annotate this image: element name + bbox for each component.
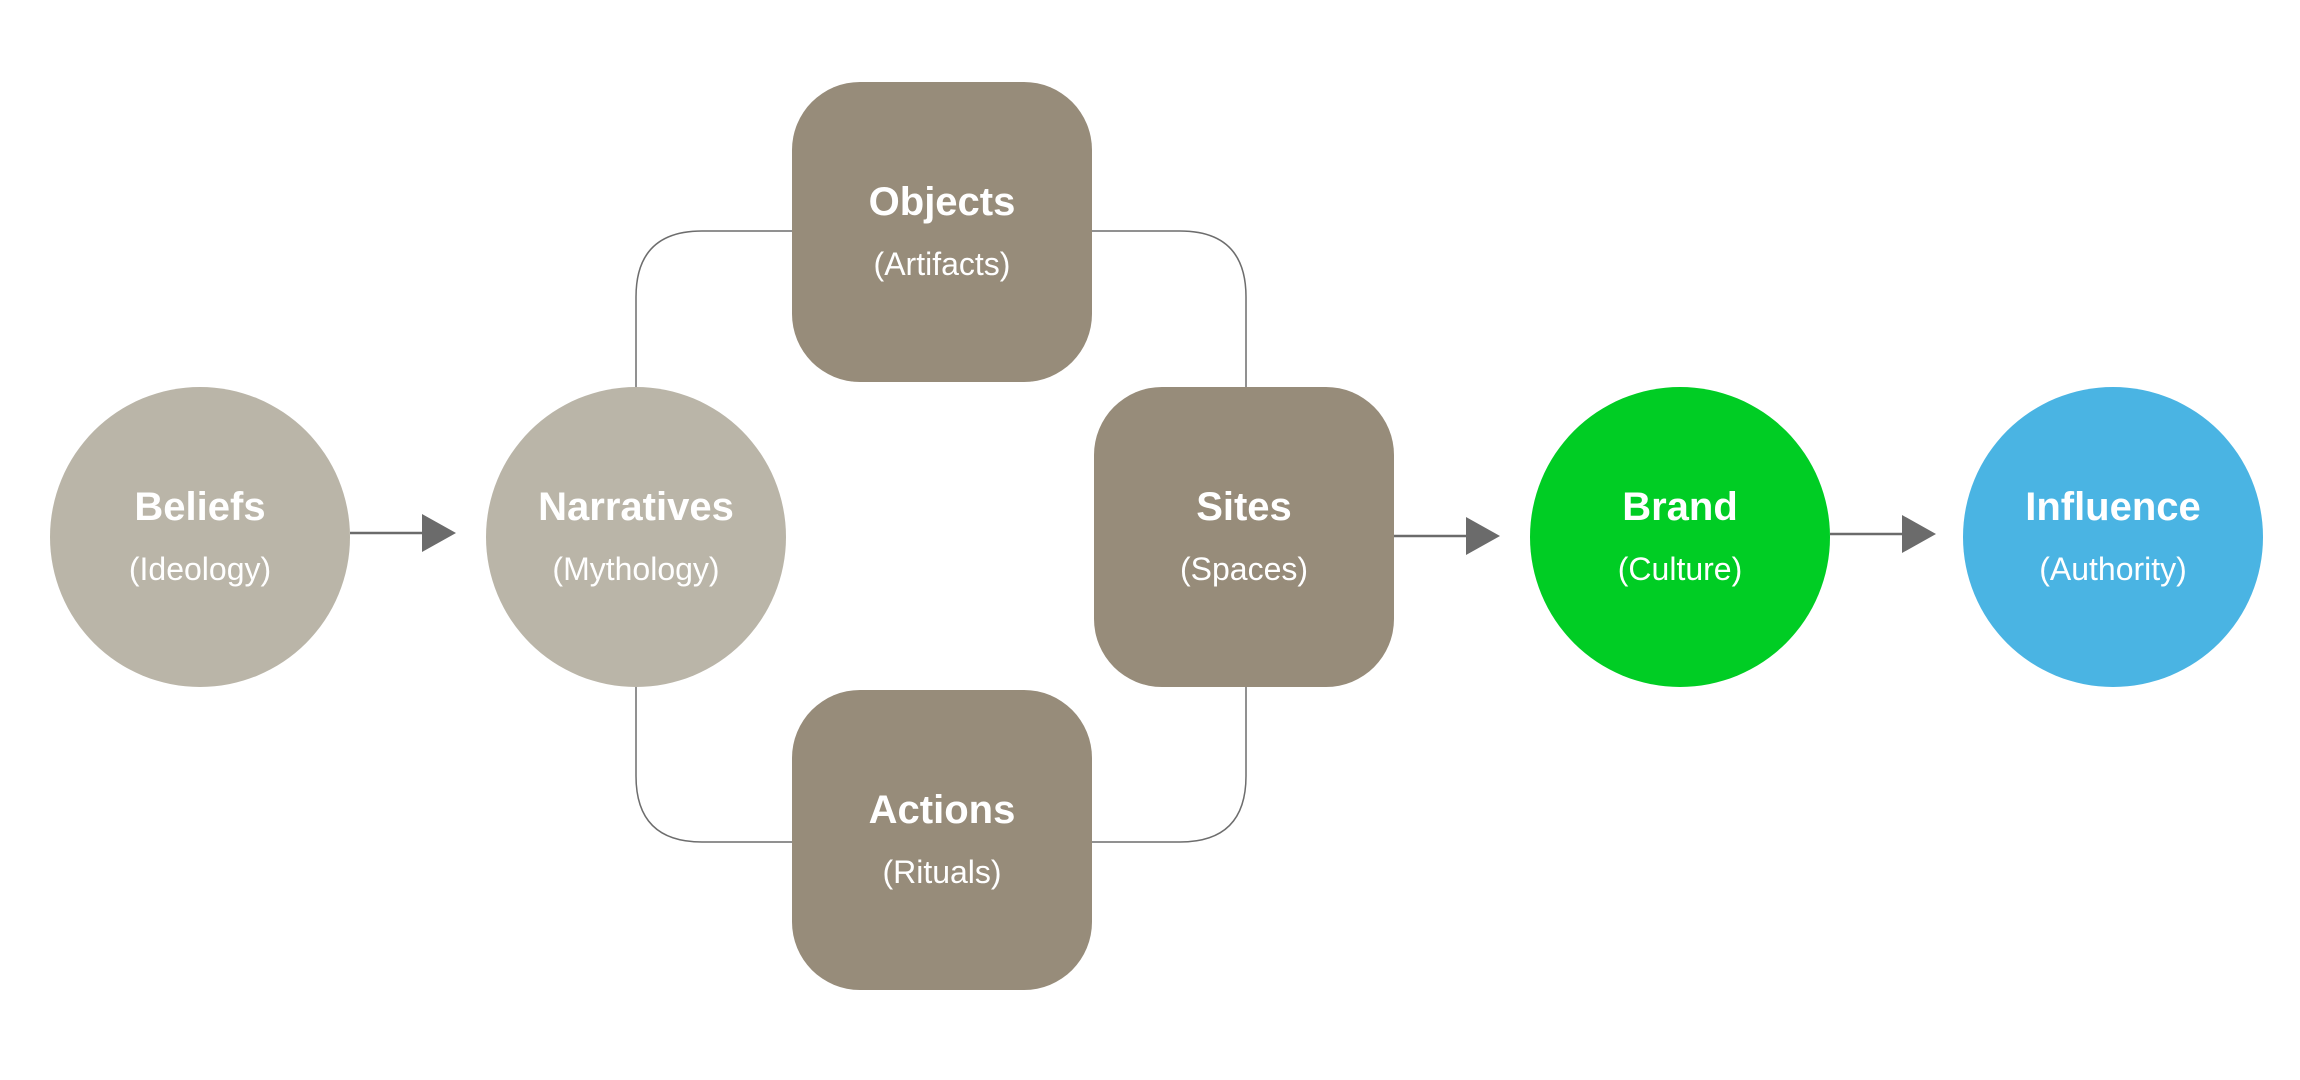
node-influence: Influence (Authority)	[1963, 387, 2263, 687]
connector-objects-sites	[1092, 230, 1247, 387]
node-subtitle: (Culture)	[1617, 551, 1743, 587]
node-subtitle: (Mythology)	[552, 551, 720, 587]
node-subtitle: (Ideology)	[128, 551, 272, 587]
connector-sites-actions	[1092, 687, 1247, 843]
connector-narratives-objects	[635, 230, 792, 387]
node-title: Sites	[1196, 485, 1292, 529]
node-title: Actions	[868, 788, 1016, 832]
node-title: Brand	[1622, 485, 1738, 529]
node-narratives: Narratives (Mythology)	[486, 387, 786, 687]
node-subtitle: (Authority)	[2039, 551, 2187, 587]
node-title: Narratives	[538, 485, 734, 529]
connector-actions-narratives	[635, 687, 792, 843]
node-subtitle: (Rituals)	[882, 854, 1002, 890]
node-beliefs: Beliefs (Ideology)	[50, 387, 350, 687]
node-actions: Actions (Rituals)	[792, 690, 1092, 990]
arrow-sites-brand	[1394, 517, 1500, 555]
node-objects: Objects (Artifacts)	[792, 82, 1092, 382]
node-brand: Brand (Culture)	[1530, 387, 1830, 687]
node-title: Objects	[868, 180, 1016, 224]
node-subtitle: (Artifacts)	[873, 246, 1011, 282]
node-title: Beliefs	[134, 485, 266, 529]
node-sites: Sites (Spaces)	[1094, 387, 1394, 687]
arrow-beliefs-narratives	[350, 514, 456, 552]
node-subtitle: (Spaces)	[1179, 551, 1309, 587]
arrow-brand-influence	[1830, 515, 1936, 553]
node-title: Influence	[2025, 485, 2201, 529]
